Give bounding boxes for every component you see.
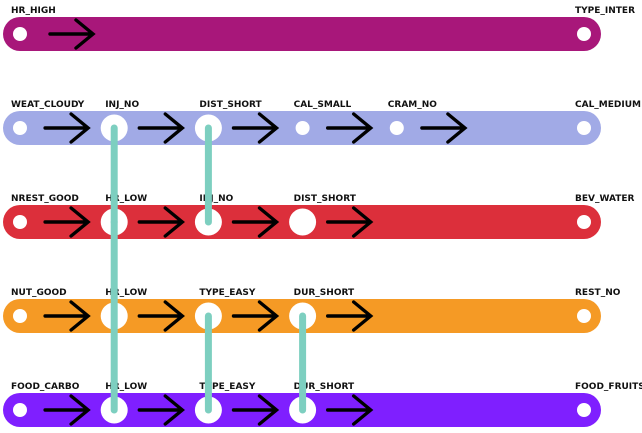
route-line-2: WEAT_CLOUDY INJ_NO DIST_SHORT CAL_SMALL CRAM…: [3, 100, 641, 145]
direction-arrow: [231, 112, 280, 144]
station-label: WEAT_CLOUDY: [11, 100, 85, 110]
station-label: FOOD_FRUITS: [575, 382, 642, 392]
route-line-1: HR_HIGH TYPE_INTER: [3, 6, 635, 51]
station-label: DUR_SHORT: [294, 288, 355, 298]
station-label: CAL_MEDIUM: [575, 100, 641, 110]
station-dot: [13, 27, 27, 41]
station-label: INJ_NO: [199, 194, 233, 204]
station-label: DUR_SHORT: [294, 382, 355, 392]
direction-arrow: [48, 18, 96, 50]
direction-arrow: [326, 206, 374, 238]
direction-arrow: [137, 300, 185, 332]
station-label: DIST_SHORT: [199, 100, 262, 110]
direction-arrow: [137, 112, 185, 144]
transfer-connectors: [110, 124, 307, 414]
station-label: DIST_SHORT: [294, 194, 357, 204]
direction-arrow: [137, 394, 185, 426]
station-dot: [13, 309, 27, 323]
station-label: TYPE_EASY: [199, 382, 255, 392]
route-lines: HR_HIGH TYPE_INTER WEAT_CLOUDY INJ_NO DIST_S…: [3, 6, 642, 427]
station-dot: [577, 215, 591, 229]
station-dot: [289, 208, 317, 236]
station-label: REST_NO: [575, 288, 621, 298]
direction-arrow: [43, 112, 91, 144]
station-label: HR_LOW: [105, 194, 147, 204]
station-label: HR_LOW: [105, 382, 147, 392]
station-dot: [389, 121, 404, 135]
route-line-5: FOOD_CARBO HR_LOW TYPE_EASY DUR_SHORT FOOD_F…: [3, 382, 642, 427]
direction-arrow: [43, 394, 91, 426]
station-label: NUT_GOOD: [11, 288, 67, 298]
direction-arrow: [326, 112, 374, 144]
direction-arrow: [43, 300, 91, 332]
direction-arrow: [231, 300, 280, 332]
station-label: CRAM_NO: [388, 100, 437, 110]
direction-arrow: [326, 300, 374, 332]
station-label: FOOD_CARBO: [11, 382, 80, 392]
station-label: TYPE_EASY: [199, 288, 255, 298]
station-label: HR_LOW: [105, 288, 147, 298]
station-dot: [13, 403, 27, 417]
station-dot: [295, 121, 310, 135]
station-dot: [13, 215, 27, 229]
station-dot: [577, 403, 591, 417]
station-label: CAL_SMALL: [294, 100, 352, 110]
station-dot: [577, 121, 591, 135]
direction-arrow: [137, 206, 185, 238]
station-label: HR_HIGH: [11, 6, 56, 16]
station-label: BEV_WATER: [575, 194, 635, 204]
route-line-4: NUT_GOOD HR_LOW TYPE_EASY DUR_SHORT REST_NO: [3, 288, 621, 333]
station-dot: [13, 121, 27, 135]
direction-arrow: [231, 394, 280, 426]
station-label: INJ_NO: [105, 100, 139, 110]
route-line-3: NREST_GOOD HR_LOW INJ_NO DIST_SHORT BEV_WATE…: [3, 194, 635, 239]
direction-arrow: [326, 394, 374, 426]
station-label: NREST_GOOD: [11, 194, 79, 204]
station-dot: [577, 27, 591, 41]
direction-arrow: [231, 206, 280, 238]
station-dot: [577, 309, 591, 323]
direction-arrow: [420, 112, 468, 144]
direction-arrow: [43, 206, 91, 238]
station-label: TYPE_INTER: [575, 6, 635, 16]
